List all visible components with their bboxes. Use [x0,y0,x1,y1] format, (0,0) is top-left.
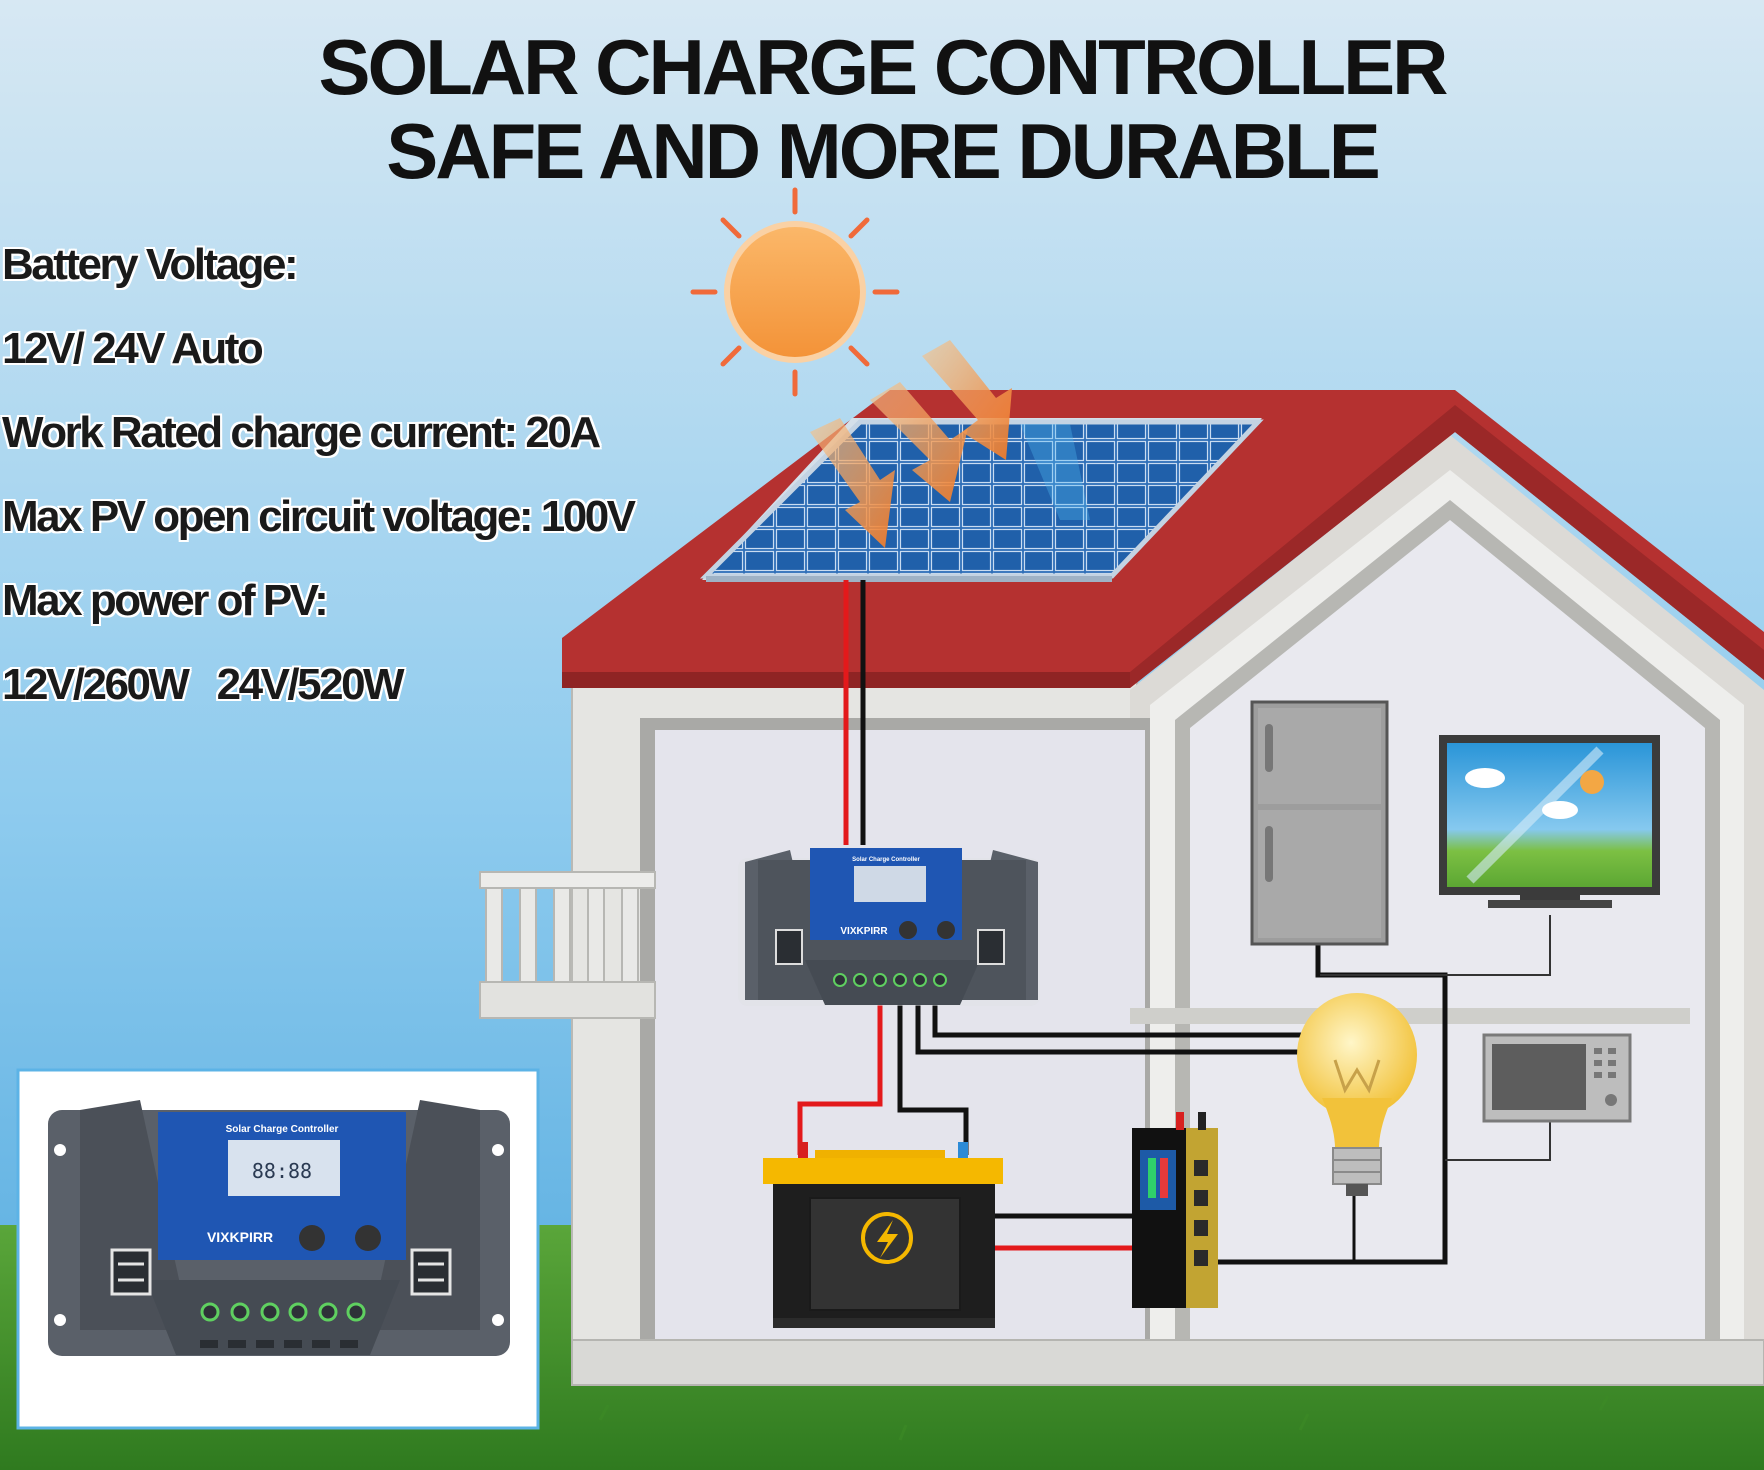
spec-pv-max-power-value: 12V/260W 24V/520W [2,660,405,709]
controller-panel-label: Solar Charge Controller [226,1124,339,1135]
charge-controller-large: Solar Charge Controller 88:88 VIXKPIRR [48,1100,510,1356]
inverter-icon [1132,1112,1218,1308]
product-inset: Solar Charge Controller 88:88 VIXKPIRR [16,1068,540,1430]
battery-icon [763,1142,1003,1328]
spec-pv-open-circuit-voltage: Max PV open circuit voltage: 100V [2,492,636,541]
controller-brand: VIXKPIRR [207,1229,273,1245]
sunlight-arrows [810,340,1012,548]
wiring [797,580,1551,1265]
controller-small-brand: VIXKPIRR [840,926,888,937]
spec-battery-voltage-label: Battery Voltage: [2,240,299,289]
microwave-icon [1482,1033,1632,1123]
fridge-icon [1250,700,1389,946]
tv-icon [1439,735,1660,908]
headline-line-1: SOLAR CHARGE CONTROLLER [318,23,1449,111]
lcd-readout: 88:88 [252,1159,312,1183]
spec-charge-current: Work Rated charge current: 20A [2,408,601,457]
balcony [479,871,656,1019]
sun-icon [690,187,900,397]
usb-port-left [110,1248,152,1296]
controller-small-label: Solar Charge Controller [852,857,920,863]
light-bulb-icon [1297,993,1417,1196]
spec-pv-max-power-label: Max power of PV: [2,576,329,625]
charge-controller-small: Solar Charge Controller VIXKPIRR [738,848,1040,1006]
headline-line-2: SAFE AND MORE DURABLE [386,107,1380,195]
usb-port-right [410,1248,452,1296]
spec-battery-voltage-value: 12V/ 24V Auto [2,324,264,373]
